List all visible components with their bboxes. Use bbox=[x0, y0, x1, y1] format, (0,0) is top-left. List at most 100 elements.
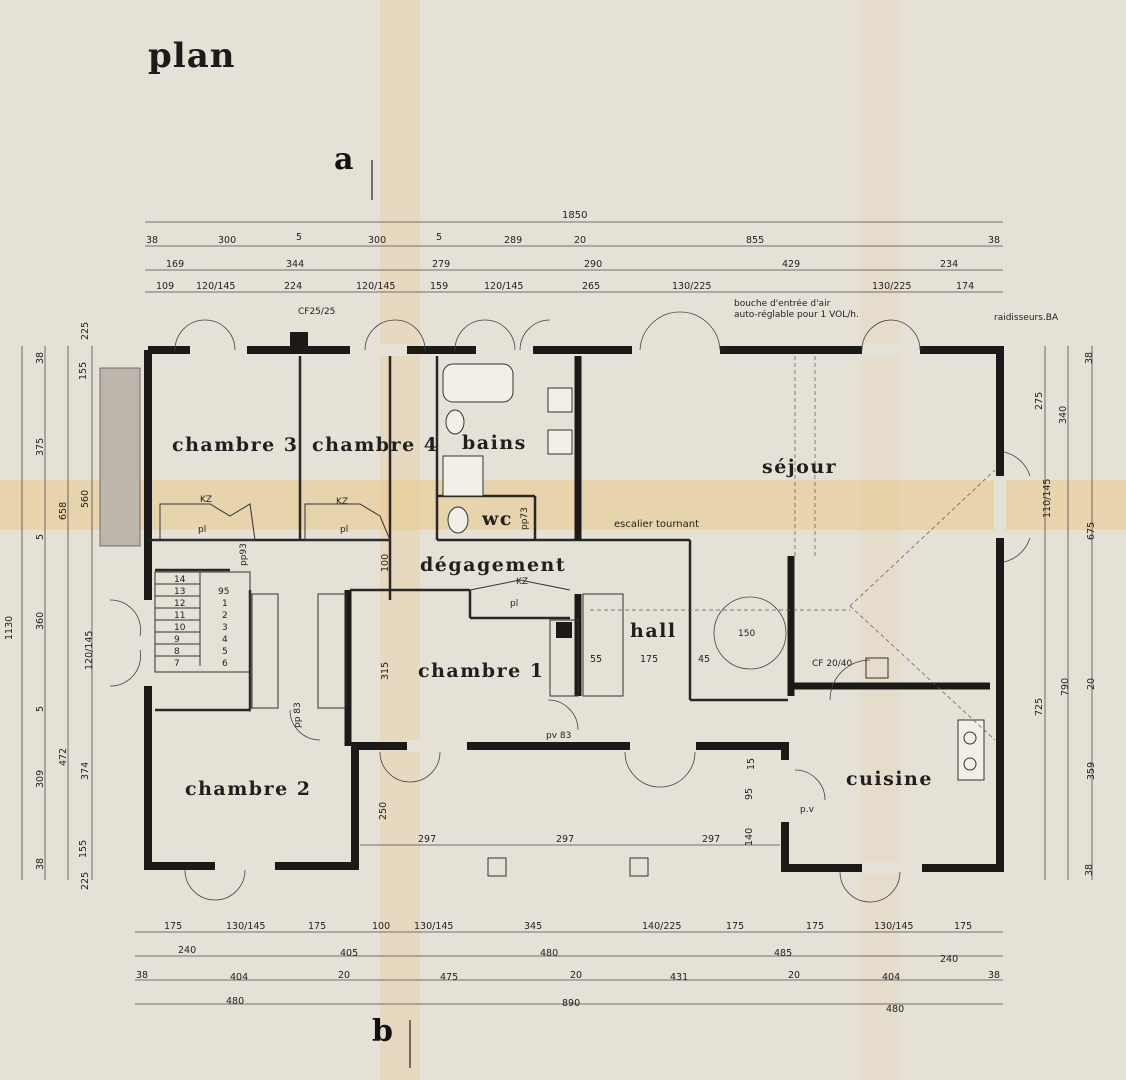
dim-l-9: 5 bbox=[35, 706, 46, 712]
stair-l-4: 10 bbox=[174, 623, 186, 633]
dim-i-8: 55 bbox=[590, 654, 602, 665]
section-mark-b: b bbox=[372, 1014, 393, 1049]
dim-b2-1: 405 bbox=[340, 948, 358, 959]
stair-l-1: 13 bbox=[174, 587, 185, 597]
dim-r-4: 675 bbox=[1086, 522, 1097, 540]
dim-l-11: 309 bbox=[35, 770, 46, 788]
dim-i-0: 297 bbox=[418, 834, 436, 845]
room-degagement: dégagement bbox=[420, 554, 567, 576]
dim-t3-3: 120/145 bbox=[356, 281, 395, 292]
flue-cf25 bbox=[290, 332, 308, 348]
dim-i-7: 140 bbox=[744, 828, 755, 846]
dim-l-2: 155 bbox=[78, 362, 89, 380]
pv83-label: pv 83 bbox=[546, 731, 571, 741]
dim-b1-1: 130/145 bbox=[226, 921, 265, 932]
stair-l-0: 14 bbox=[174, 575, 186, 585]
dim-t3-6: 265 bbox=[582, 281, 600, 292]
dim-l-12: 374 bbox=[80, 762, 91, 780]
stair-l-5: 9 bbox=[174, 635, 180, 645]
dim-i-4: 100 bbox=[380, 554, 391, 572]
kz-label-2: KZ bbox=[336, 497, 348, 507]
dim-t1-4: 5 bbox=[436, 232, 442, 243]
dim-t1-3: 300 bbox=[368, 235, 386, 246]
dim-t3-5: 120/145 bbox=[484, 281, 523, 292]
pp83-label: pp 83 bbox=[293, 702, 303, 728]
dim-bottom-row3: 38 404 20 475 20 431 20 404 38 bbox=[136, 970, 1000, 983]
dim-r-2: 340 bbox=[1058, 406, 1069, 424]
dim-top-row2: 169 344 279 290 429 234 bbox=[166, 259, 958, 270]
kz-label-1: KZ bbox=[200, 495, 212, 505]
dim-top-row3: 109 120/145 224 120/145 159 120/145 265 … bbox=[156, 281, 974, 292]
stair-r-3: 3 bbox=[222, 623, 228, 633]
dim-b1-10: 175 bbox=[954, 921, 972, 932]
brick-pier bbox=[99, 367, 141, 547]
dim-b3-4: 20 bbox=[570, 970, 582, 981]
stair-r-5: 5 bbox=[222, 647, 228, 657]
dim-t3-2: 224 bbox=[284, 281, 302, 292]
dim-t1-1: 300 bbox=[218, 235, 236, 246]
dimension-lines bbox=[21, 221, 1093, 1005]
dim-r-5: 20 bbox=[1086, 678, 1097, 690]
room-chambre-3: chambre 3 bbox=[172, 434, 299, 456]
pv-label: p.v bbox=[800, 805, 815, 815]
dim-t3-4: 159 bbox=[430, 281, 448, 292]
dim-l-10: 472 bbox=[58, 748, 69, 766]
dim-l-6: 5 bbox=[35, 534, 46, 540]
dim-bottom-row2: 240 405 480 485 240 bbox=[178, 945, 958, 965]
dim-b3-8: 38 bbox=[988, 970, 1000, 981]
section-line bbox=[371, 160, 411, 1068]
door-swings bbox=[109, 311, 1031, 903]
dim-b1-3: 100 bbox=[372, 921, 390, 932]
dim-b3-7: 404 bbox=[882, 972, 900, 983]
dim-i-11: 15 bbox=[746, 758, 757, 770]
dim-b3-0: 38 bbox=[136, 970, 148, 981]
dim-r-0: 38 bbox=[1084, 352, 1095, 364]
plan-title: plan bbox=[148, 36, 236, 76]
dim-b4-0: 480 bbox=[226, 996, 244, 1007]
dim-l-15: 225 bbox=[80, 872, 91, 890]
dim-t1-8: 38 bbox=[988, 235, 1000, 246]
dim-i-3: 315 bbox=[380, 662, 391, 680]
dim-r-7: 790 bbox=[1060, 678, 1071, 696]
dim-t1-5: 289 bbox=[504, 235, 522, 246]
dim-b4-2: 480 bbox=[886, 1004, 904, 1015]
dim-r-9: 38 bbox=[1084, 864, 1095, 876]
dim-i-2: 297 bbox=[702, 834, 720, 845]
dim-t1-2: 5 bbox=[296, 232, 302, 243]
dim-l-8: 120/145 bbox=[84, 631, 95, 670]
escalier-label: escalier tournant bbox=[614, 519, 699, 530]
dim-b3-2: 20 bbox=[338, 970, 350, 981]
flue-closet bbox=[556, 622, 572, 638]
air-inlet-label-2: auto-réglable pour 1 VOL/h. bbox=[734, 309, 859, 320]
drain-box-2 bbox=[629, 857, 649, 877]
dim-i-6: 95 bbox=[744, 788, 755, 800]
stair-l-7: 7 bbox=[174, 659, 180, 669]
stair-l-3: 11 bbox=[174, 611, 185, 621]
stair-numbers: 14 13 12 11 10 9 8 7 95 1 2 3 4 5 6 bbox=[174, 575, 229, 669]
dim-top-row1: 38 300 5 300 5 289 20 855 38 bbox=[146, 232, 1000, 246]
drain-box-1 bbox=[487, 857, 507, 877]
closets bbox=[159, 503, 624, 709]
dim-b1-7: 175 bbox=[726, 921, 744, 932]
dim-t3-9: 174 bbox=[956, 281, 974, 292]
sanitary-fixtures bbox=[442, 363, 985, 781]
dim-t2-1: 344 bbox=[286, 259, 304, 270]
stair-l-6: 8 bbox=[174, 647, 180, 657]
dim-t3-7: 130/225 bbox=[672, 281, 711, 292]
wall-openings bbox=[142, 344, 1006, 874]
dim-l-1: 38 bbox=[35, 352, 46, 364]
dim-l-5: 560 bbox=[80, 490, 91, 508]
dim-t3-1: 120/145 bbox=[196, 281, 235, 292]
stair-r-1: 1 bbox=[222, 599, 228, 609]
stair-r-4: 4 bbox=[222, 635, 228, 645]
dim-l-13: 155 bbox=[78, 840, 89, 858]
dim-l-0: 1130 bbox=[4, 616, 15, 640]
dim-b3-3: 475 bbox=[440, 972, 458, 983]
dim-b1-0: 175 bbox=[164, 921, 182, 932]
dim-t1-7: 855 bbox=[746, 235, 764, 246]
dim-left: 1130 38 155 375 658 560 5 360 120/145 5 … bbox=[4, 322, 95, 890]
cf-kitchen-label: CF 20/40 bbox=[812, 659, 853, 669]
dim-b3-6: 20 bbox=[788, 970, 800, 981]
